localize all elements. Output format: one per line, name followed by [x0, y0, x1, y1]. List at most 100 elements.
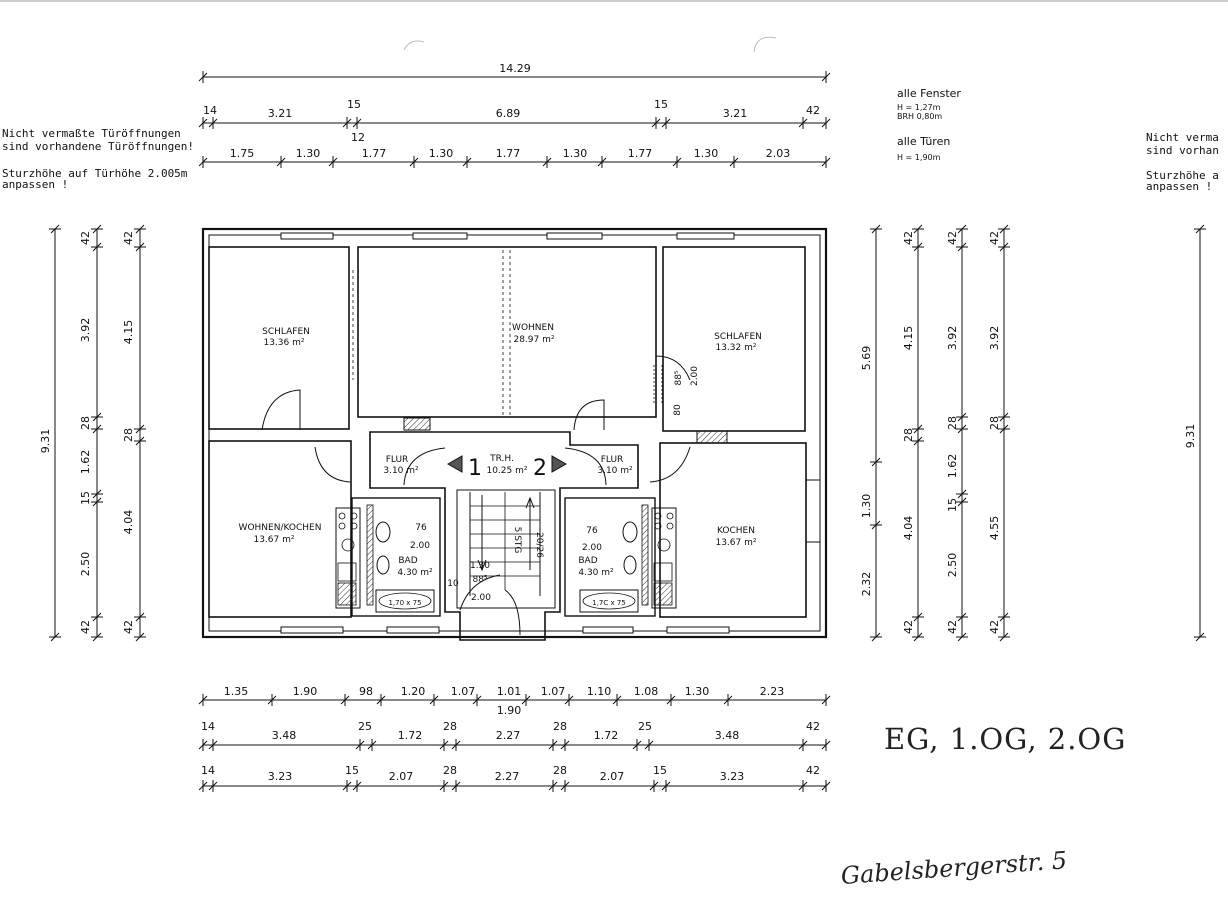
room-wohnen-kochen-area: 13.67 m² — [253, 535, 294, 545]
dimension-label: 28 — [79, 416, 92, 430]
dimension-label: 4.04 — [122, 510, 135, 535]
dimension-label: 6.89 — [496, 107, 521, 120]
dimension-label: 1.07 — [451, 685, 476, 698]
dimension-label: 1.30 — [685, 685, 710, 698]
dimension-label: 15 — [653, 764, 667, 777]
dimension-label: 14 — [201, 720, 215, 733]
dimension-label: 15 — [345, 764, 359, 777]
dimension-label: 14 — [201, 764, 215, 777]
dimension-label: 4.55 — [988, 516, 1001, 541]
dimension-label: 4.04 — [902, 516, 915, 541]
dimension-label: 2.27 — [496, 729, 521, 742]
dimension-label: 9.31 — [39, 429, 52, 454]
dimension-label: 2.07 — [600, 770, 625, 783]
dimension-label-extra: 12 — [351, 131, 365, 144]
dimension-label: 42 — [79, 231, 92, 245]
room-wohnen-area: 28.97 m² — [513, 335, 554, 345]
unit-2-number: 2 — [533, 456, 547, 481]
note-left-line4: anpassen ! — [2, 178, 69, 191]
stair-steps-label: 5 STG — [512, 527, 522, 554]
window-sill-label: 80 — [673, 404, 683, 416]
dimension-label: 42 — [902, 231, 915, 245]
dimension-label: 1.77 — [628, 147, 653, 160]
dimension-label: 1.35 — [224, 685, 249, 698]
room-bad-left-area: 4.30 m² — [397, 568, 433, 578]
dimension-lines — [49, 71, 1206, 792]
legend-windows-title: alle Fenster — [897, 87, 961, 100]
floors-caption: EG, 1.OG, 2.OG — [884, 722, 1127, 756]
dimension-label: 1.75 — [230, 147, 255, 160]
dimension-label: 1.30 — [296, 147, 321, 160]
dimension-label: 42 — [122, 231, 135, 245]
dimension-label: 1.20 — [401, 685, 426, 698]
room-schlafen-left-area: 13.36 m² — [263, 338, 304, 348]
dimension-label: 9.31 — [1184, 424, 1197, 449]
note-right-line4: anpassen ! — [1146, 180, 1213, 193]
dimension-label: 14 — [203, 104, 217, 117]
door-width-right: 76 — [586, 526, 598, 536]
dimension-label: 1.01 — [497, 685, 522, 698]
dimension-label: 2.50 — [79, 552, 92, 577]
dimension-label: 42 — [806, 764, 820, 777]
dimension-label: 42 — [988, 231, 1001, 245]
dimension-label: 28 — [988, 416, 1001, 430]
room-flur-right-area: 3.10 m² — [597, 466, 633, 476]
dimension-label: 15 — [946, 498, 959, 512]
dimension-label: 1.72 — [398, 729, 423, 742]
dimension-label: 5.69 — [860, 346, 873, 371]
dimension-label: 3.92 — [79, 318, 92, 343]
plan-detail-labels: 76 2.00 76 2.00 10 1.30 88⁵ 2.00 5 STG 2… — [410, 366, 700, 603]
dimension-label: 1.77 — [496, 147, 521, 160]
dimension-label: 1.62 — [79, 450, 92, 475]
room-flur-left-name: FLUR — [386, 455, 409, 465]
room-flur-left-area: 3.10 m² — [383, 466, 419, 476]
stair-width-label: 1.30 — [470, 561, 490, 571]
room-flur-right-name: FLUR — [601, 455, 624, 465]
dimension-label: 25 — [358, 720, 372, 733]
dimension-label: 1.62 — [946, 454, 959, 479]
dimension-label: 2.03 — [766, 147, 791, 160]
note-right-line1: Nicht verma — [1146, 131, 1219, 144]
dimension-label: 3.48 — [272, 729, 297, 742]
room-trh-area: 10.25 m² — [486, 466, 527, 476]
room-trh-name: TR.H. — [489, 454, 514, 464]
dimension-label: 25 — [638, 720, 652, 733]
note-right-line3: Sturzhöhe a — [1146, 169, 1219, 182]
legend-windows-brh: BRH 0,80m — [897, 112, 943, 121]
legend-doors-title: alle Türen — [897, 135, 951, 148]
dimension-label: 3.23 — [720, 770, 745, 783]
room-labels: SCHLAFEN 13.36 m² WOHNEN 28.97 m² SCHLAF… — [239, 323, 762, 578]
note-right-line2: sind vorhan — [1146, 144, 1219, 157]
dimension-label: 42 — [122, 620, 135, 634]
dimension-label: 3.48 — [715, 729, 740, 742]
dimension-label: 4.15 — [122, 320, 135, 345]
dimension-label: 42 — [988, 620, 1001, 634]
legend-windows-height: H = 1,27m — [897, 103, 941, 112]
stair-ratio-label: 20/26 — [534, 532, 544, 558]
dimension-label: 2.27 — [495, 770, 520, 783]
dimension-label: 28 — [122, 428, 135, 442]
unit-1-number: 1 — [468, 456, 482, 481]
room-schlafen-left-name: SCHLAFEN — [262, 327, 310, 337]
dimension-label: 42 — [79, 620, 92, 634]
dimension-label: 2.50 — [946, 553, 959, 578]
dimension-label: 28 — [946, 416, 959, 430]
stair-door-label: 88⁵ — [472, 575, 487, 585]
dimension-label-extra: 1.90 — [497, 704, 522, 717]
room-bad-right-name: BAD — [578, 556, 597, 566]
dimension-label: 28 — [553, 764, 567, 777]
building-walls — [201, 227, 828, 641]
dimension-label: 42 — [946, 231, 959, 245]
room-kochen-name: KOCHEN — [717, 526, 755, 536]
legend-doors-height: H = 1,90m — [897, 153, 941, 162]
door-height-left: 2.00 — [410, 541, 430, 551]
dimension-label: 2.07 — [389, 770, 414, 783]
dimension-label: 28 — [553, 720, 567, 733]
bathtub-right-size: 1,7C x 75 — [592, 599, 626, 607]
dimension-label: 4.15 — [902, 326, 915, 351]
dimension-label: 42 — [946, 620, 959, 634]
dimension-label: 1.10 — [587, 685, 612, 698]
dimension-label: 2.32 — [860, 572, 873, 597]
